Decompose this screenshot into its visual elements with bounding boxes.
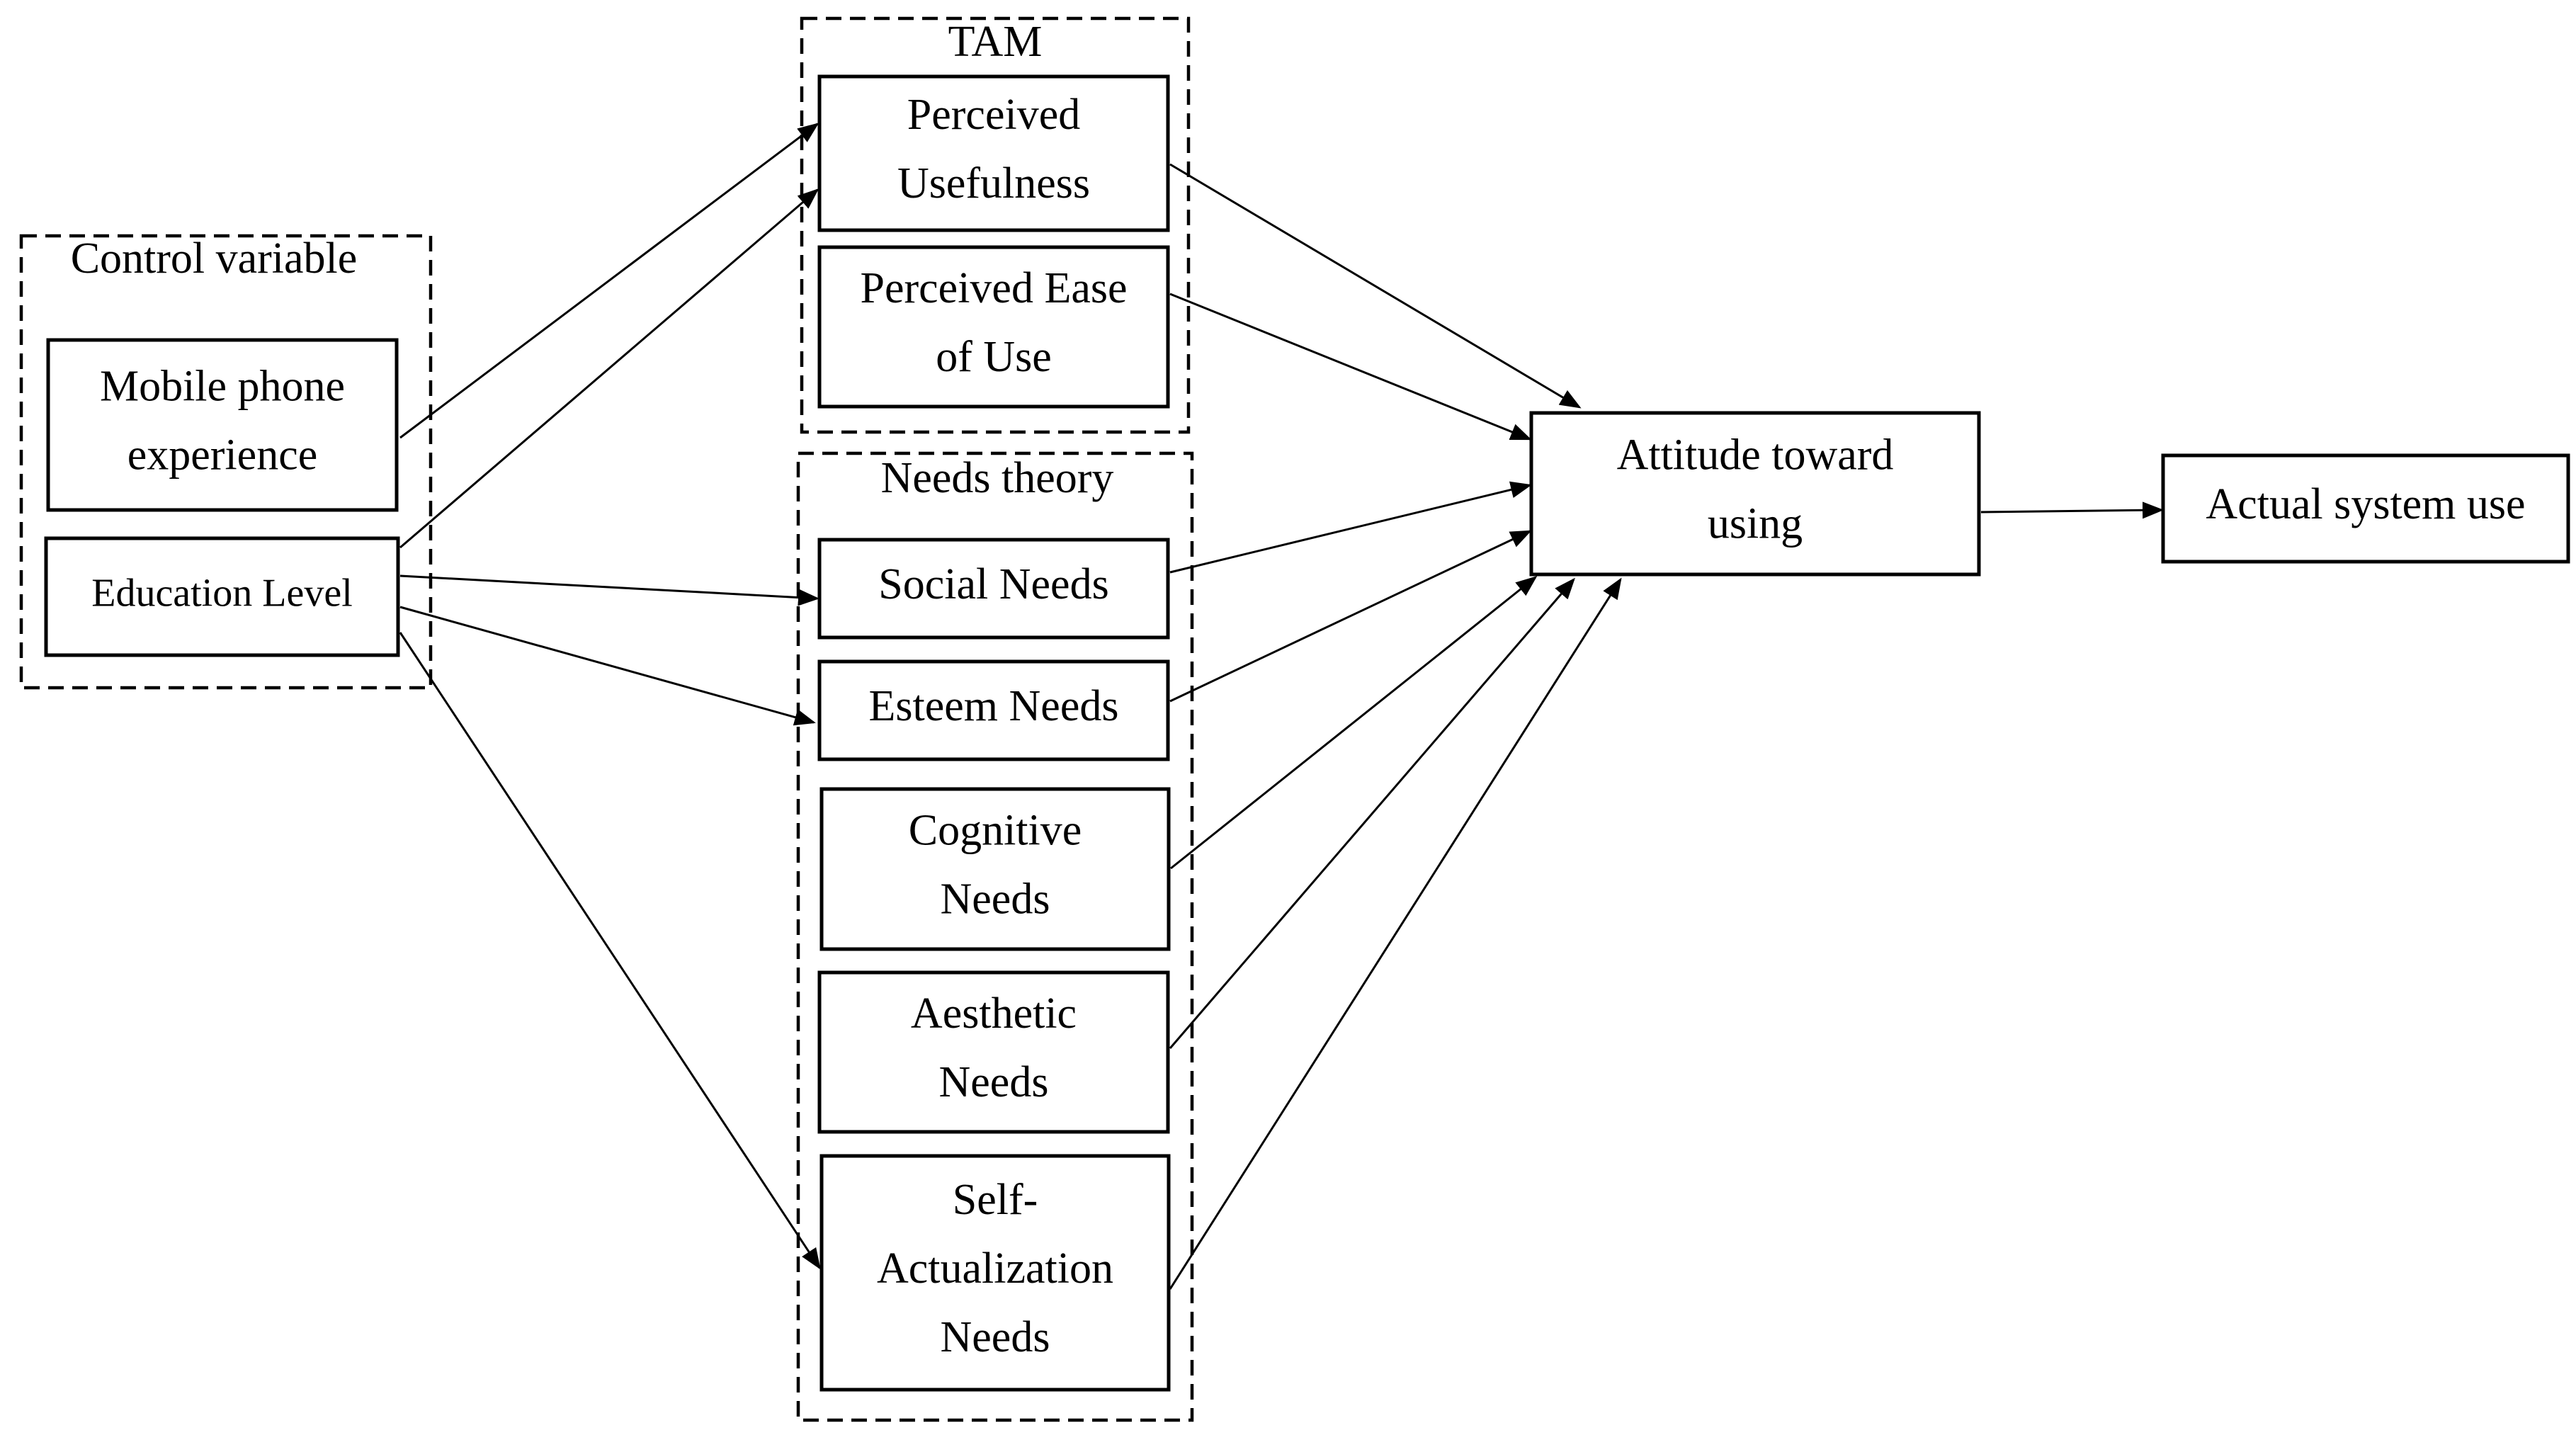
node-label-line: Needs [941, 875, 1050, 924]
node-label-line: Perceived [907, 91, 1080, 139]
node-label-line: Education Level [91, 571, 353, 615]
needs-theory-group: Needs theory [796, 451, 1194, 1422]
arrow-education-level-to-perceived-usefulness [399, 188, 819, 549]
needs-theory-title: Needs theory [881, 454, 1114, 502]
arrow-self-actualization-needs-to-attitude-toward-using [1169, 577, 1622, 1290]
node-mobile-phone-experience: Mobile phone experience [46, 338, 399, 512]
control-variable-group: Control variable [19, 234, 433, 690]
arrow-perceived-usefulness-to-attitude-toward-using [1169, 163, 1582, 409]
arrow-perceived-ease-of-use-to-attitude-toward-using [1169, 293, 1532, 441]
arrow-education-level-to-esteem-needs [399, 606, 816, 726]
node-label-line: Cognitive [909, 807, 1082, 855]
node-esteem-needs: Esteem Needs [817, 659, 1170, 761]
node-label-line: Social Needs [878, 560, 1108, 608]
node-box [819, 1154, 1171, 1392]
node-box [817, 538, 1170, 640]
node-label-line: Needs [941, 1313, 1050, 1361]
tam-group: TAM [800, 16, 1191, 434]
arrow-attitude-toward-using-to-actual-system-use [1980, 501, 2164, 519]
arrow-cognitive-needs-to-attitude-toward-using [1170, 576, 1538, 870]
arrow-aesthetic-needs-to-attitude-toward-using [1169, 577, 1575, 1049]
node-box [817, 74, 1170, 232]
node-label-line: Actualization [877, 1244, 1113, 1293]
edges-layer [399, 123, 2164, 1290]
node-box [817, 245, 1170, 409]
node-social-needs: Social Needs [817, 538, 1170, 640]
node-perceived-ease-of-use: Perceived Ease of Use [817, 245, 1170, 409]
node-label-line: Mobile phone [100, 363, 345, 411]
node-actual-system-use: Actual system use [2161, 453, 2570, 564]
control-variable-title: Control variable [71, 234, 358, 283]
node-attitude-toward-using: Attitude toward using [1529, 411, 1981, 577]
tam-title: TAM [948, 18, 1043, 66]
node-label-line: Usefulness [897, 159, 1090, 208]
node-box [817, 659, 1170, 761]
node-box [817, 970, 1170, 1134]
arrow-mobile-phone-experience-to-perceived-usefulness [399, 123, 819, 439]
node-education-level: Education Level [44, 536, 400, 657]
node-label-line: Actual system use [2206, 480, 2525, 528]
node-box [1529, 411, 1981, 577]
node-label-line: of Use [936, 333, 1052, 381]
node-label-line: Attitude toward [1617, 431, 1894, 480]
node-label-line: experience [127, 431, 317, 480]
node-label-line: Needs [939, 1058, 1049, 1106]
arrow-education-level-to-self-actualization-needs [399, 632, 821, 1270]
node-box [46, 338, 399, 512]
node-label-line: using [1708, 500, 1803, 548]
arrow-social-needs-to-attitude-toward-using [1169, 481, 1532, 574]
arrow-education-level-to-social-needs [399, 574, 819, 606]
node-label-line: Self- [953, 1176, 1038, 1224]
arrow-esteem-needs-to-attitude-toward-using [1169, 530, 1532, 703]
node-box [2161, 453, 2570, 564]
node-label-line: Perceived Ease [861, 264, 1128, 312]
node-label-line: Aesthetic [911, 989, 1077, 1038]
node-box [44, 536, 400, 657]
node-label-line: Esteem Needs [869, 682, 1119, 730]
node-box [819, 787, 1171, 951]
